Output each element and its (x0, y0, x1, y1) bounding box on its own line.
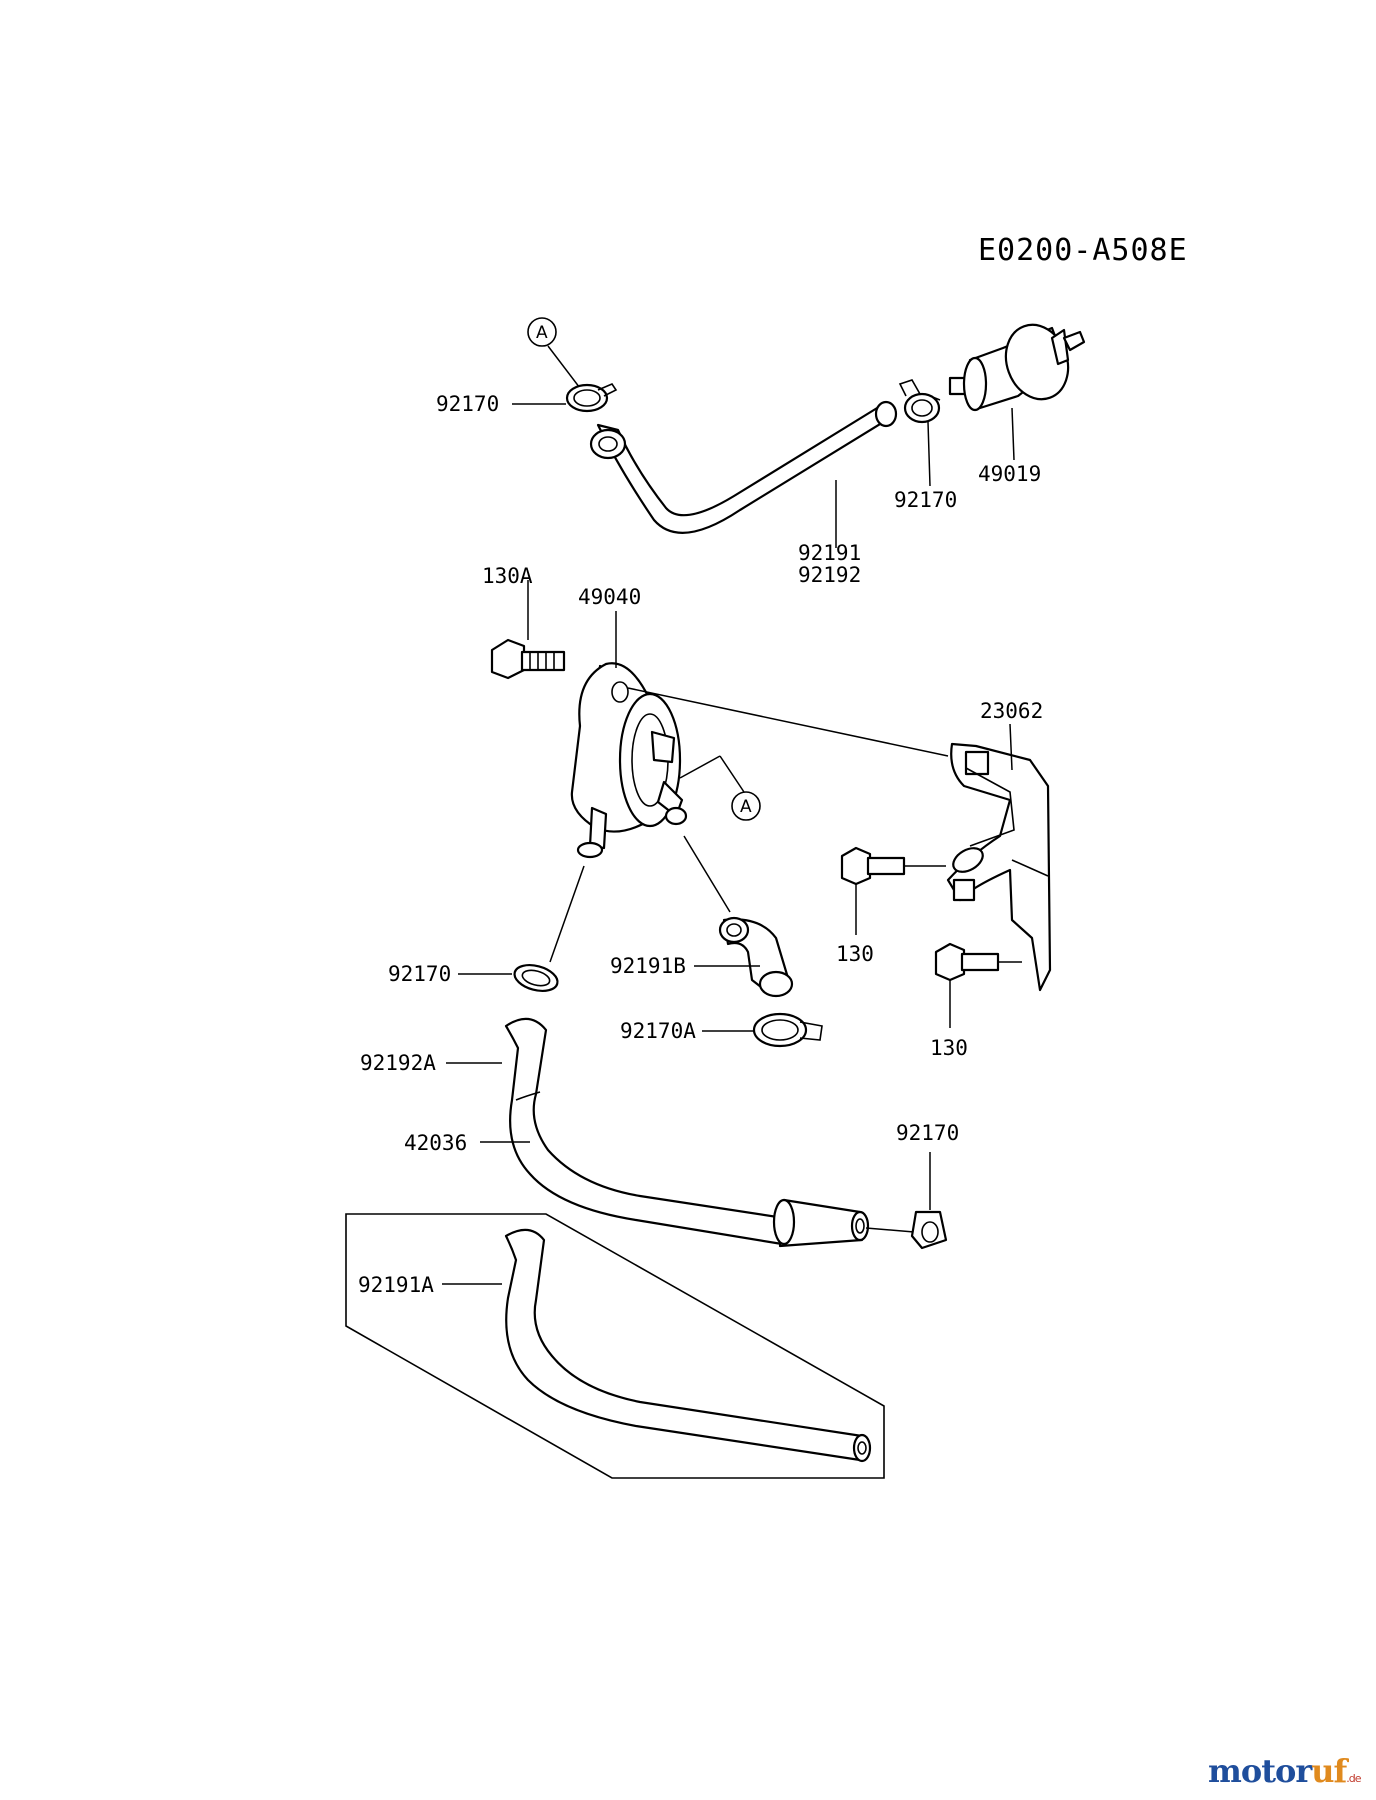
label-hose-top-a: 92191 (798, 541, 861, 565)
ref-marker-a-pump: A (731, 791, 761, 821)
label-clip-pump-outlet: 92170 (388, 962, 451, 986)
bolt-130a (490, 638, 566, 680)
hose-short-92191b (718, 916, 794, 998)
label-hose-joint: 92192A (360, 1051, 436, 1075)
label-pump: 49040 (578, 585, 641, 609)
svg-text:A: A (740, 797, 752, 817)
fuel-tube-long (504, 1017, 870, 1248)
label-hose-top-b: 92192 (798, 563, 861, 587)
label-hose-alt: 92191A (358, 1273, 434, 1297)
label-clip-top-right: 92170 (894, 488, 957, 512)
fuel-filter (948, 323, 1086, 412)
hose-clip-92170a (752, 1012, 823, 1048)
mounting-bracket (946, 742, 1052, 992)
alt-part-frame (345, 1213, 885, 1479)
bolt-130-lower (934, 942, 1000, 982)
hose-clip-top-left (565, 383, 618, 413)
label-bolt-lower: 130 (930, 1036, 968, 1060)
hose-alt-92191a (504, 1228, 872, 1463)
label-clip-small: 92170A (620, 1019, 696, 1043)
bolt-130-upper (840, 846, 906, 886)
hose-clip-tube-end (910, 1210, 948, 1250)
label-hose-short: 92191B (610, 954, 686, 978)
hose-clip-pump-outlet (513, 963, 559, 993)
ref-marker-a-top: A (527, 317, 557, 347)
fuel-hose-top (589, 400, 898, 534)
label-bracket: 23062 (980, 699, 1043, 723)
label-bolt-upper: 130 (836, 942, 874, 966)
label-bolt-130a: 130A (482, 564, 533, 588)
fuel-pump (570, 662, 688, 859)
label-clip-tube-end: 92170 (896, 1121, 959, 1145)
svg-text:A: A (536, 323, 548, 343)
watermark-logo: motoruf.de (1208, 1752, 1361, 1790)
hose-clip-top-right (898, 379, 941, 424)
label-filter: 49019 (978, 462, 1041, 486)
label-tube-long: 42036 (404, 1131, 467, 1155)
label-clip-top-left: 92170 (436, 392, 499, 416)
diagram-code: E0200-A508E (978, 233, 1188, 268)
